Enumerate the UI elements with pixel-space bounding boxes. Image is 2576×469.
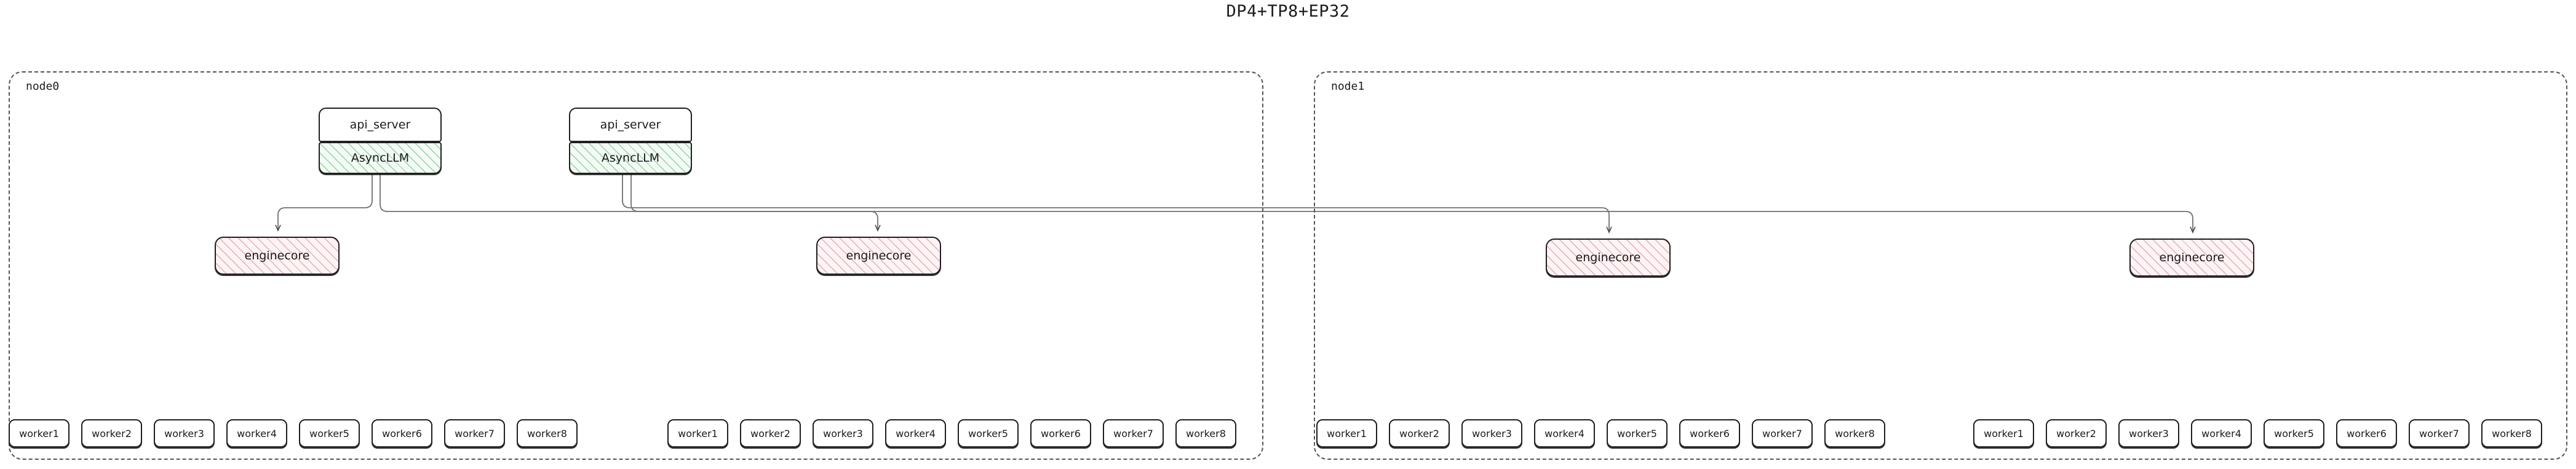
enginecore-box-node1-engine0[interactable]: enginecore	[1546, 238, 1671, 277]
worker-box-label: worker6	[1041, 427, 1081, 439]
worker-box-label: worker3	[2129, 427, 2169, 439]
worker-box-node0-engine0-4[interactable]: worker4	[226, 419, 287, 447]
worker-box-node1-engine0-5[interactable]: worker5	[1607, 419, 1668, 447]
worker-box-label: worker4	[237, 427, 277, 439]
worker-box-label: worker7	[1113, 427, 1153, 439]
worker-box-node0-engine0-1[interactable]: worker1	[9, 419, 70, 447]
worker-box-node0-engine1-2[interactable]: worker2	[740, 419, 801, 447]
worker-box-node1-engine0-1[interactable]: worker1	[1316, 419, 1377, 447]
worker-box-label: worker2	[1399, 427, 1439, 439]
worker-box-node0-engine0-3[interactable]: worker3	[154, 419, 215, 447]
worker-box-label: worker1	[1984, 427, 2024, 439]
worker-box-node0-engine1-5[interactable]: worker5	[958, 419, 1019, 447]
worker-box-label: worker8	[527, 427, 567, 439]
worker-box-label: worker1	[1327, 427, 1367, 439]
worker-box-label: worker7	[1762, 427, 1802, 439]
worker-box-node1-engine1-2[interactable]: worker2	[2046, 419, 2107, 447]
enginecore-box-node0-engine0-label: enginecore	[244, 249, 310, 262]
worker-box-label: worker8	[1835, 427, 1875, 439]
worker-box-node1-engine1-3[interactable]: worker3	[2118, 419, 2179, 447]
api-server-box-node0-engine1-label: api_server	[600, 118, 661, 132]
worker-box-node1-engine1-4[interactable]: worker4	[2191, 419, 2252, 447]
worker-box-node1-engine1-5[interactable]: worker5	[2264, 419, 2324, 447]
worker-box-node0-engine0-8[interactable]: worker8	[517, 419, 578, 447]
node-cluster-node0: node0	[9, 71, 1263, 460]
worker-box-label: worker5	[968, 427, 1008, 439]
worker-box-node0-engine1-6[interactable]: worker6	[1030, 419, 1091, 447]
node-cluster-label-node1: node1	[1331, 80, 1365, 93]
worker-box-label: worker1	[678, 427, 718, 439]
worker-box-label: worker8	[2492, 427, 2532, 439]
worker-box-label: worker1	[19, 427, 59, 439]
worker-box-label: worker2	[92, 427, 132, 439]
worker-box-node0-engine0-5[interactable]: worker5	[299, 419, 360, 447]
worker-box-label: worker7	[2419, 427, 2459, 439]
worker-box-node1-engine0-8[interactable]: worker8	[1824, 419, 1885, 447]
worker-box-label: worker5	[1617, 427, 1657, 439]
api-server-box-node0-engine0-label: api_server	[349, 118, 411, 132]
worker-box-node0-engine1-1[interactable]: worker1	[667, 419, 728, 447]
worker-box-node1-engine0-7[interactable]: worker7	[1752, 419, 1813, 447]
worker-box-label: worker7	[455, 427, 495, 439]
worker-box-label: worker8	[1186, 427, 1226, 439]
worker-box-label: worker2	[2056, 427, 2096, 439]
asyncllm-box-node0-engine1[interactable]: AsyncLLM	[569, 142, 692, 174]
worker-box-node1-engine1-6[interactable]: worker6	[2336, 419, 2397, 447]
worker-box-label: worker5	[2274, 427, 2314, 439]
node-cluster-node1: node1	[1314, 71, 2567, 460]
worker-box-node0-engine1-7[interactable]: worker7	[1103, 419, 1164, 447]
worker-box-label: worker6	[1690, 427, 1730, 439]
worker-box-node1-engine0-6[interactable]: worker6	[1679, 419, 1740, 447]
worker-box-label: worker4	[896, 427, 936, 439]
asyncllm-box-node0-engine1-label: AsyncLLM	[601, 151, 660, 165]
worker-box-node0-engine0-7[interactable]: worker7	[444, 419, 505, 447]
worker-box-node1-engine1-7[interactable]: worker7	[2409, 419, 2470, 447]
enginecore-box-node0-engine0[interactable]: enginecore	[215, 237, 340, 275]
page-title: DP4+TP8+EP32	[1226, 2, 1350, 21]
api-server-box-node0-engine0[interactable]: api_server	[319, 108, 442, 142]
enginecore-box-node1-engine1-label: enginecore	[2159, 251, 2225, 264]
worker-box-label: worker4	[1544, 427, 1584, 439]
worker-box-label: worker4	[2201, 427, 2241, 439]
enginecore-box-node1-engine1[interactable]: enginecore	[2129, 238, 2254, 277]
worker-box-label: worker3	[823, 427, 863, 439]
worker-box-label: worker3	[164, 427, 204, 439]
worker-box-node1-engine0-4[interactable]: worker4	[1534, 419, 1595, 447]
worker-box-node0-engine0-6[interactable]: worker6	[372, 419, 432, 447]
worker-box-label: worker3	[1472, 427, 1512, 439]
enginecore-box-node0-engine1-label: enginecore	[846, 249, 912, 262]
worker-box-label: worker6	[382, 427, 422, 439]
worker-box-label: worker2	[750, 427, 790, 439]
api-server-box-node0-engine1[interactable]: api_server	[569, 108, 692, 142]
node-cluster-label-node0: node0	[26, 80, 60, 93]
enginecore-box-node1-engine0-label: enginecore	[1575, 251, 1641, 264]
worker-box-label: worker6	[2347, 427, 2387, 439]
worker-box-node0-engine1-3[interactable]: worker3	[813, 419, 873, 447]
worker-box-node1-engine1-1[interactable]: worker1	[1973, 419, 2034, 447]
asyncllm-box-node0-engine0[interactable]: AsyncLLM	[319, 142, 442, 174]
worker-box-node1-engine0-2[interactable]: worker2	[1389, 419, 1450, 447]
enginecore-box-node0-engine1[interactable]: enginecore	[816, 237, 941, 275]
worker-box-node0-engine1-4[interactable]: worker4	[885, 419, 946, 447]
worker-box-node1-engine0-3[interactable]: worker3	[1461, 419, 1522, 447]
worker-box-node0-engine0-2[interactable]: worker2	[81, 419, 142, 447]
worker-box-label: worker5	[309, 427, 349, 439]
worker-box-node1-engine1-8[interactable]: worker8	[2481, 419, 2542, 447]
asyncllm-box-node0-engine0-label: AsyncLLM	[351, 151, 410, 165]
worker-box-node0-engine1-8[interactable]: worker8	[1175, 419, 1236, 447]
